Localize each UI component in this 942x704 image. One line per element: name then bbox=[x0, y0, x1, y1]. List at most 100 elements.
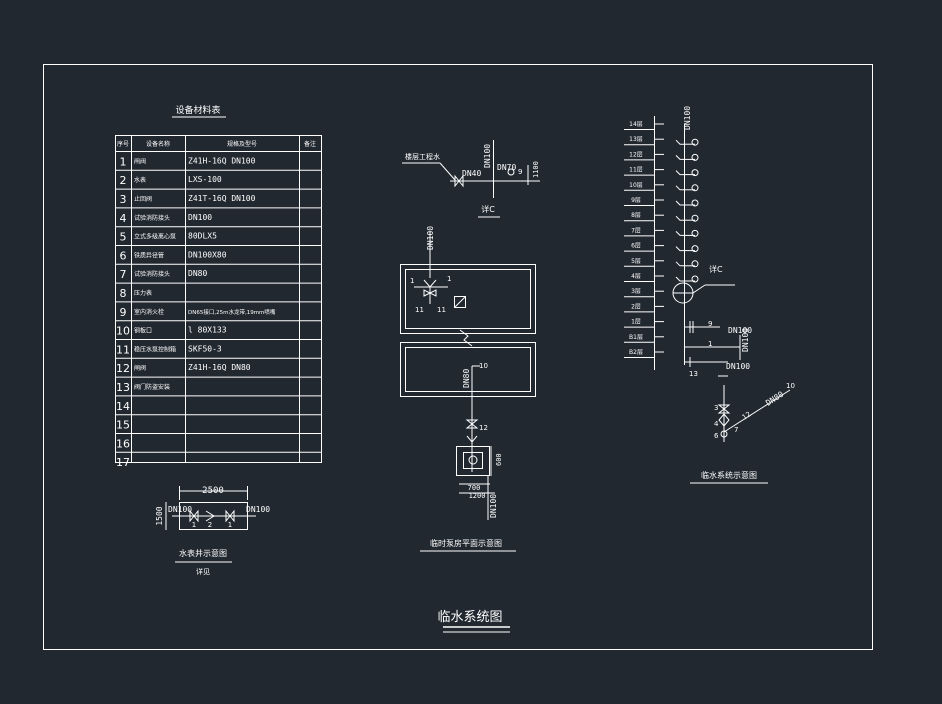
iso-num: 12 bbox=[741, 410, 753, 422]
floor-label: 11层 bbox=[629, 167, 643, 174]
table-cell-no: 10 bbox=[116, 325, 130, 338]
table-cell-no: 14 bbox=[116, 400, 130, 413]
pump-base-outer bbox=[456, 446, 490, 476]
leader-line bbox=[692, 284, 706, 294]
system-pipe-p1: DN100 bbox=[728, 326, 752, 335]
valve-icon bbox=[454, 174, 464, 188]
valve-icon bbox=[225, 509, 235, 523]
table-cell-spec: Z41H-16Q DN80 bbox=[188, 363, 251, 372]
hydrant-icon bbox=[691, 184, 699, 192]
hydrant-icon bbox=[691, 138, 699, 146]
valve-icon bbox=[423, 279, 437, 288]
pipe-label-dn70: DN70 bbox=[497, 163, 516, 172]
floor-row: 3层 bbox=[624, 288, 664, 298]
hydrant-icon bbox=[691, 229, 699, 237]
pump-icon bbox=[463, 452, 483, 469]
valve-icon bbox=[718, 413, 730, 427]
tank-upper-outer bbox=[400, 264, 536, 334]
pipe-bend bbox=[675, 276, 684, 282]
table-cell-name: 阀门防盗安装 bbox=[134, 383, 170, 391]
iso-num: 6 bbox=[714, 432, 719, 440]
pipe-bend bbox=[675, 215, 684, 221]
floor-row: 2层 bbox=[624, 303, 664, 313]
main-title-block: 临水系统图 bbox=[437, 610, 510, 633]
table-cell-no: 11 bbox=[116, 343, 130, 356]
table-cell-name: 压力表 bbox=[134, 289, 152, 297]
table-cell-name: 稳压水泵控制箱 bbox=[134, 345, 176, 353]
floor-row: 14层 bbox=[624, 121, 664, 130]
floor-label: 5层 bbox=[631, 258, 641, 265]
system-pipe-p2: DN100 bbox=[741, 328, 750, 352]
pipe-bend bbox=[675, 246, 684, 252]
main-title: 临水系统图 bbox=[437, 610, 502, 625]
system-num: 1 bbox=[708, 340, 712, 348]
floor-row: 6层 bbox=[624, 243, 699, 253]
system-num: 13 bbox=[689, 370, 698, 378]
table-row: 11 稳压水泵控制箱 SKF50-3 bbox=[116, 343, 222, 356]
plan-dim-d3: 600 bbox=[495, 453, 503, 466]
iso-pipe-label: DN80 bbox=[764, 390, 785, 408]
valve-icon bbox=[423, 289, 437, 297]
table-cell-no: 4 bbox=[120, 212, 127, 225]
system-riser-label: DN100 bbox=[683, 106, 692, 130]
table-grid bbox=[115, 151, 322, 453]
floor-label: 10层 bbox=[629, 182, 643, 189]
iso-num: 7 bbox=[734, 426, 738, 434]
floor-row: B1层 bbox=[624, 334, 664, 343]
table-cell-spec: SKF50-3 bbox=[188, 344, 222, 353]
pipe-bend bbox=[675, 170, 684, 176]
meter-icon bbox=[205, 510, 215, 522]
table-cell-no: 8 bbox=[120, 287, 127, 300]
table-cell-no: 2 bbox=[120, 174, 127, 187]
table-header-spec: 规格及型号 bbox=[227, 140, 257, 148]
table-cell-no: 15 bbox=[116, 419, 130, 432]
table-cell-spec: Z41T-16Q DN100 bbox=[188, 194, 256, 203]
plan-caption: 临时泵房平面示意图 bbox=[430, 538, 502, 548]
floor-row: 8层 bbox=[624, 212, 699, 222]
plan-dim-d1: 700 bbox=[468, 484, 481, 492]
table-cell-name: 闸阀 bbox=[134, 157, 146, 165]
meter-well-subcaption: 详见 bbox=[196, 567, 210, 576]
floor-row: 10层 bbox=[624, 182, 699, 192]
iso-pipe bbox=[723, 389, 791, 433]
plan-riser-label: DN100 bbox=[426, 226, 435, 250]
floor-row: 12层 bbox=[624, 151, 699, 161]
floor-label: 9层 bbox=[631, 197, 641, 204]
valve-icon bbox=[189, 509, 199, 523]
table-cell-no: 5 bbox=[120, 231, 127, 244]
riser-label: DN100 bbox=[483, 144, 492, 168]
plan-label: 12 bbox=[479, 424, 488, 432]
table-cell-spec: 80DLX5 bbox=[188, 232, 217, 241]
break-line bbox=[459, 329, 473, 347]
table-cell-spec: DN65接口,25m水龙带,19mm喷嘴 bbox=[188, 308, 276, 316]
table-cell-spec: Z41H-16Q DN100 bbox=[188, 156, 256, 165]
floor-label: B2层 bbox=[629, 349, 643, 356]
table-cell-spec: l 80X133 bbox=[188, 326, 227, 335]
drawing-frame bbox=[43, 64, 873, 650]
system-detail-tag: 详C bbox=[709, 264, 723, 274]
table-row: 14 bbox=[116, 400, 130, 413]
valve-icon bbox=[507, 168, 515, 176]
table-header-no: 序号 bbox=[117, 140, 129, 148]
floor-label: 13层 bbox=[629, 136, 643, 143]
table-cell-no: 12 bbox=[116, 362, 130, 375]
system-num: 9 bbox=[708, 320, 712, 328]
floor-row: B2层 bbox=[624, 349, 664, 358]
meter-label: 1 bbox=[228, 521, 232, 529]
valve-icon bbox=[466, 435, 478, 443]
pipe-bend bbox=[675, 231, 684, 236]
floor-row: 9层 bbox=[624, 197, 699, 207]
table-row: 17 bbox=[116, 456, 130, 469]
pipe-label-dn40: DN40 bbox=[462, 169, 481, 178]
plan-label: 11 bbox=[415, 306, 424, 314]
pump-icon bbox=[468, 455, 478, 465]
floor-label: 3层 bbox=[631, 288, 641, 295]
floor-label: 12层 bbox=[629, 151, 643, 158]
table-header-name: 设备名称 bbox=[146, 140, 170, 148]
